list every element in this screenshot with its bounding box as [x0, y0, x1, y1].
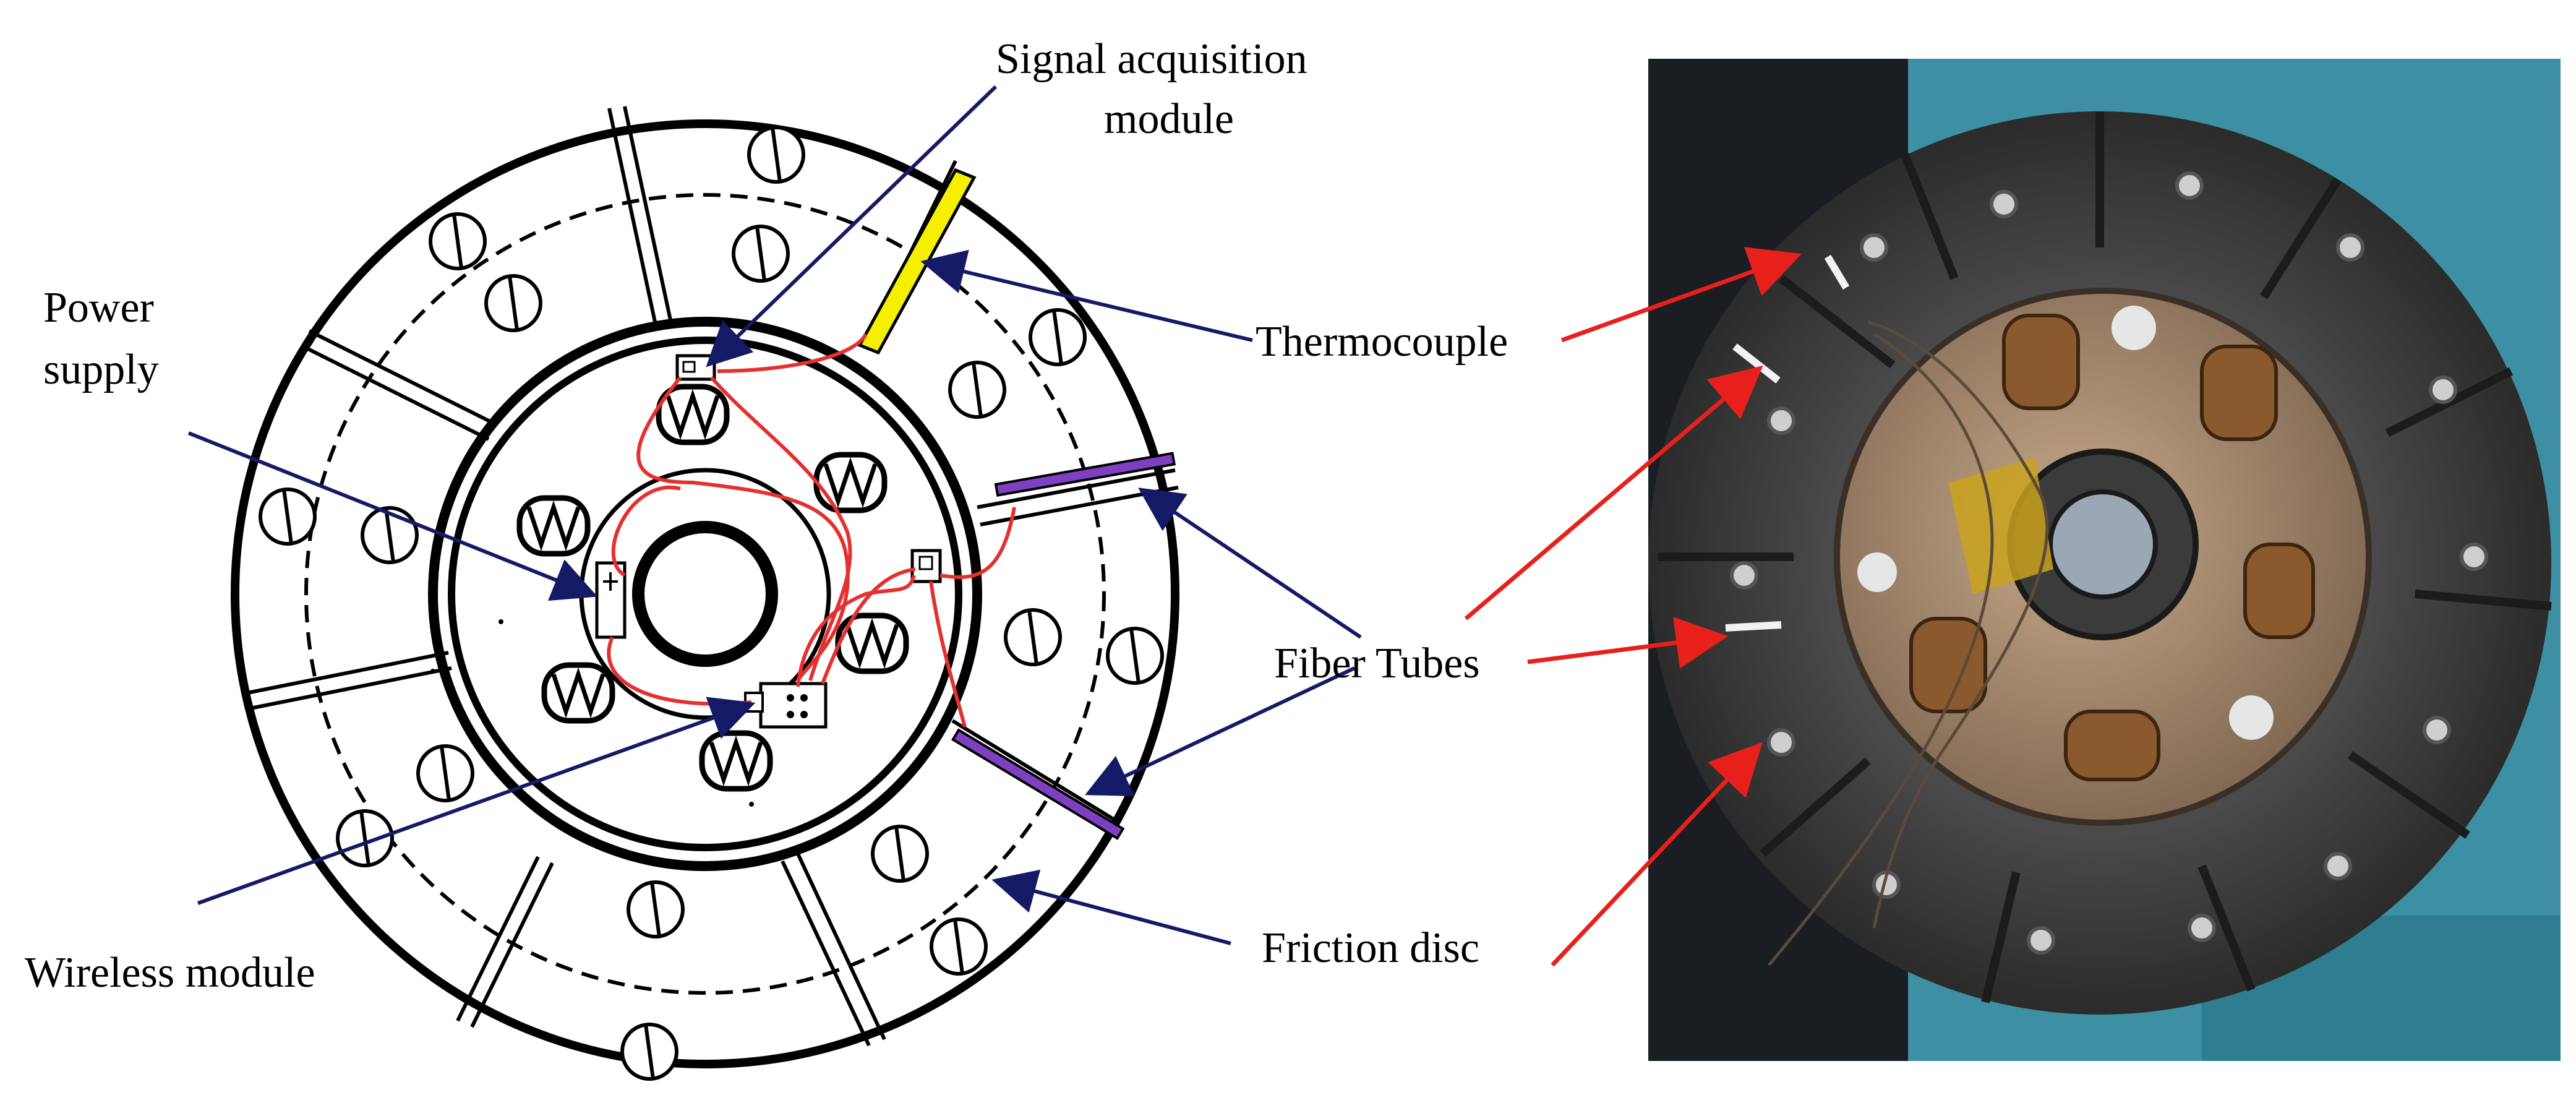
photo-arrows: [1464, 247, 1802, 967]
fiber-tube-upper: [994, 452, 1176, 497]
wireless-module-box: [744, 682, 828, 729]
label-friction-disc: Friction disc: [1262, 924, 1479, 972]
fiber-tube-lower: [951, 728, 1125, 840]
label-signal-acquisition-line2: module: [1104, 95, 1234, 143]
label-power-supply-line1: Power: [43, 284, 154, 332]
thermocouple-strip: [857, 168, 977, 355]
schematic-disc: [231, 106, 1179, 1079]
sensor-box: [910, 549, 942, 583]
label-wireless-module: Wireless module: [25, 949, 315, 997]
label-power-supply-line2: supply: [43, 346, 159, 393]
label-thermocouple: Thermocouple: [1256, 318, 1508, 366]
label-fiber-tubes: Fiber Tubes: [1274, 640, 1480, 687]
schematic-arrows: [187, 85, 1362, 945]
clutch-photo: [1648, 59, 2561, 1061]
label-signal-acquisition-line1: Signal acquisition: [996, 35, 1307, 83]
power-supply-module: [595, 561, 627, 639]
signal-acquisition-module: [675, 354, 716, 381]
